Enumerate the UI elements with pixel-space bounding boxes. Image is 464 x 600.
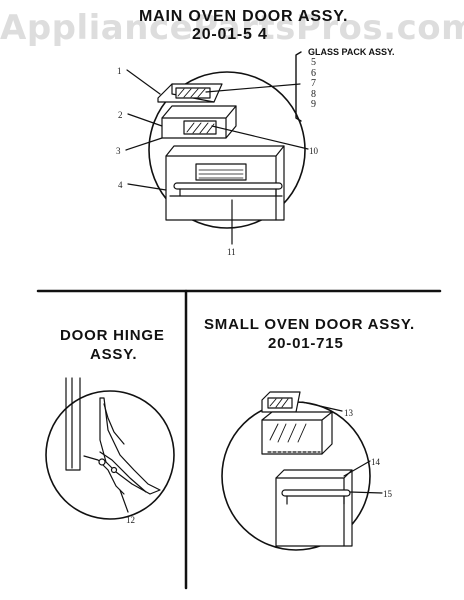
callout-14: 14 xyxy=(371,457,380,467)
callout-15: 15 xyxy=(383,489,392,499)
door-hinge-part xyxy=(65,377,161,495)
callout-2: 2 xyxy=(118,110,123,120)
callout-13: 13 xyxy=(344,408,353,418)
main-oven-circle xyxy=(148,71,306,229)
leader-line xyxy=(119,489,129,513)
callout-12: 12 xyxy=(126,515,135,525)
leader-line xyxy=(127,113,163,127)
callout-10: 10 xyxy=(309,146,318,156)
door-hinge-circle xyxy=(45,390,175,520)
leader-line xyxy=(349,491,383,494)
main-oven-top-panel xyxy=(157,83,223,103)
callout-4: 4 xyxy=(118,180,123,190)
glass-pack-item: 5 xyxy=(311,57,316,68)
leader-line xyxy=(205,83,301,93)
main-oven-outer-door xyxy=(165,145,285,221)
main-oven-part-number: 20-01-5 4 xyxy=(192,26,268,43)
glass-pack-item: 6 xyxy=(311,67,316,79)
leader-line xyxy=(301,401,343,412)
callout-3: 3 xyxy=(116,146,121,156)
leader-line xyxy=(127,183,167,191)
main-oven-glass-pack xyxy=(161,105,237,139)
glass-pack-item: 8 xyxy=(311,88,316,100)
small-oven-title: SMALL OVEN DOOR ASSY. xyxy=(204,316,415,333)
leader-line xyxy=(126,69,161,95)
leader-line xyxy=(211,125,309,150)
leader-line xyxy=(343,460,371,477)
small-oven-top-panel xyxy=(261,391,301,413)
small-oven-part-number: 20-01-715 xyxy=(268,335,344,352)
door-hinge-title-line1: DOOR HINGE xyxy=(60,327,165,344)
main-oven-title: MAIN OVEN DOOR ASSY. xyxy=(139,8,349,25)
small-oven-outer-door xyxy=(275,469,353,547)
callout-11: 11 xyxy=(227,247,236,257)
glass-pack-item: 9 xyxy=(311,99,316,110)
glass-pack-item-list: 5 6 7 8 9 xyxy=(311,57,316,111)
door-hinge-title-line2: ASSY. xyxy=(90,346,138,363)
glass-pack-item: 7 xyxy=(311,78,316,89)
small-oven-glass-pack xyxy=(261,411,333,455)
glass-pack-title: GLASS PACK ASSY. xyxy=(308,47,395,57)
leader-line xyxy=(125,137,163,151)
glass-pack-bracket xyxy=(295,51,302,122)
callout-1: 1 xyxy=(117,66,122,76)
